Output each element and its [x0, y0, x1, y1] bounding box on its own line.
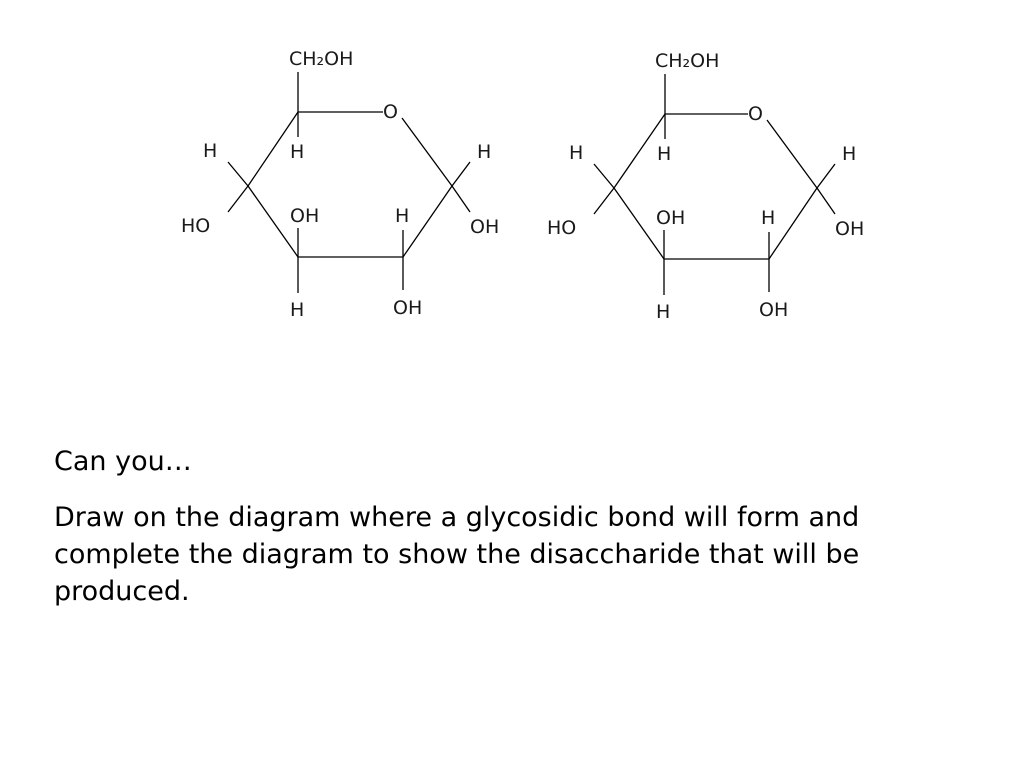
ch2oh-label: CH₂OH: [655, 50, 719, 72]
c5-h-label: H: [290, 141, 304, 163]
c4-h-label: H: [203, 140, 217, 162]
c2-h-label: H: [395, 205, 409, 227]
c4-ho-label: HO: [181, 215, 210, 237]
c1-oh-label: OH: [470, 216, 499, 238]
c4-ho-label: HO: [547, 217, 576, 239]
c2-h-label: H: [761, 207, 775, 229]
c4-h-label: H: [569, 142, 583, 164]
ring-oxygen-label: O: [383, 101, 398, 123]
c1-h-label: H: [842, 143, 856, 165]
c3-h-label: H: [656, 301, 670, 323]
c2-oh-label: OH: [393, 297, 422, 319]
c1-h-label: H: [477, 141, 491, 163]
glucose-molecule-2: CH₂OH O H HO H H OH OH H H OH: [547, 50, 864, 323]
bond-lines: [227, 72, 471, 293]
prompt-instructions: Draw on the diagram where a glycosidic b…: [54, 502, 860, 607]
c5-h-label: H: [657, 143, 671, 165]
c1-oh-label: OH: [835, 218, 864, 240]
c3-h-label: H: [290, 299, 304, 321]
ch2oh-label: CH₂OH: [289, 48, 353, 70]
c3-oh-label: OH: [656, 207, 685, 229]
prompt-heading: Can you…: [54, 446, 192, 477]
ring-oxygen-label: O: [748, 103, 763, 125]
c3-oh-label: OH: [290, 205, 319, 227]
glucose-diagram: CH₂OH O H HO H H OH OH H H OH: [181, 48, 864, 323]
bond-lines: [593, 74, 836, 295]
c2-oh-label: OH: [759, 299, 788, 321]
glucose-molecule-1: CH₂OH O H HO H H OH OH H H OH: [181, 48, 499, 321]
